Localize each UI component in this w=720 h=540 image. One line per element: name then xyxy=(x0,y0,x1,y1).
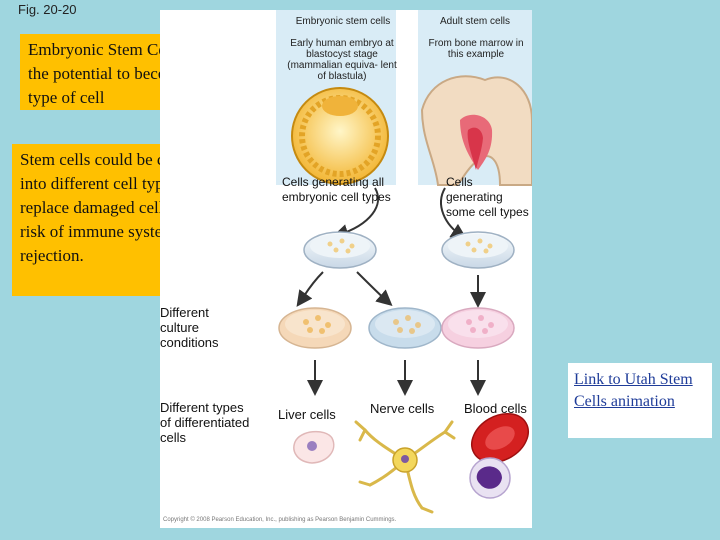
embryonic-header: Embryonic stem cells xyxy=(295,16,391,27)
petri-dish-culture-2 xyxy=(368,307,442,349)
nerve-cells-label: Nerve cells xyxy=(370,401,435,416)
petri-dish-embryonic xyxy=(303,231,377,269)
differentiated-cells-label: Different types of differentiated cells xyxy=(160,400,252,445)
petri-dish-culture-3 xyxy=(441,307,515,349)
figure-artwork xyxy=(276,10,533,514)
petri-dish-culture-1 xyxy=(278,307,352,349)
liver-cell-illustration xyxy=(293,430,335,464)
petri-dish-adult xyxy=(441,231,515,269)
culture-conditions-label: Different culture conditions xyxy=(160,305,236,350)
marrow-caption: From bone marrow in this example xyxy=(428,38,524,60)
arrow-to-dish-a xyxy=(296,271,324,307)
bone-marrow-illustration xyxy=(420,75,533,186)
blood-cells-illustration xyxy=(469,413,529,499)
blood-cells-label: Blood cells xyxy=(464,401,527,416)
link-box: Link to Utah Stem Cells animation xyxy=(568,363,712,438)
embryo-caption: Early human embryo at blastocyst stage (… xyxy=(287,38,397,82)
utah-stem-cells-link[interactable]: Link to Utah Stem Cells animation xyxy=(574,371,693,410)
copyright-notice: Copyright © 2008 Pearson Education, Inc.… xyxy=(163,517,397,523)
arrow-to-dish-b xyxy=(356,271,393,306)
liver-cells-label: Liver cells xyxy=(278,407,336,422)
adult-header: Adult stem cells xyxy=(439,16,511,27)
figure-label: Fig. 20-20 xyxy=(18,2,77,17)
stem-cell-figure: Embryonic stem cells Adult stem cells Ea… xyxy=(160,10,533,528)
blastocyst-illustration xyxy=(291,87,389,185)
arrow-marrow-to-dish xyxy=(440,187,468,240)
adult-generating-label: Cells generating some cell types xyxy=(446,175,529,219)
nerve-cell-illustration xyxy=(354,420,456,514)
embryonic-generating-label: Cells generating all embryonic cell type… xyxy=(282,175,391,204)
